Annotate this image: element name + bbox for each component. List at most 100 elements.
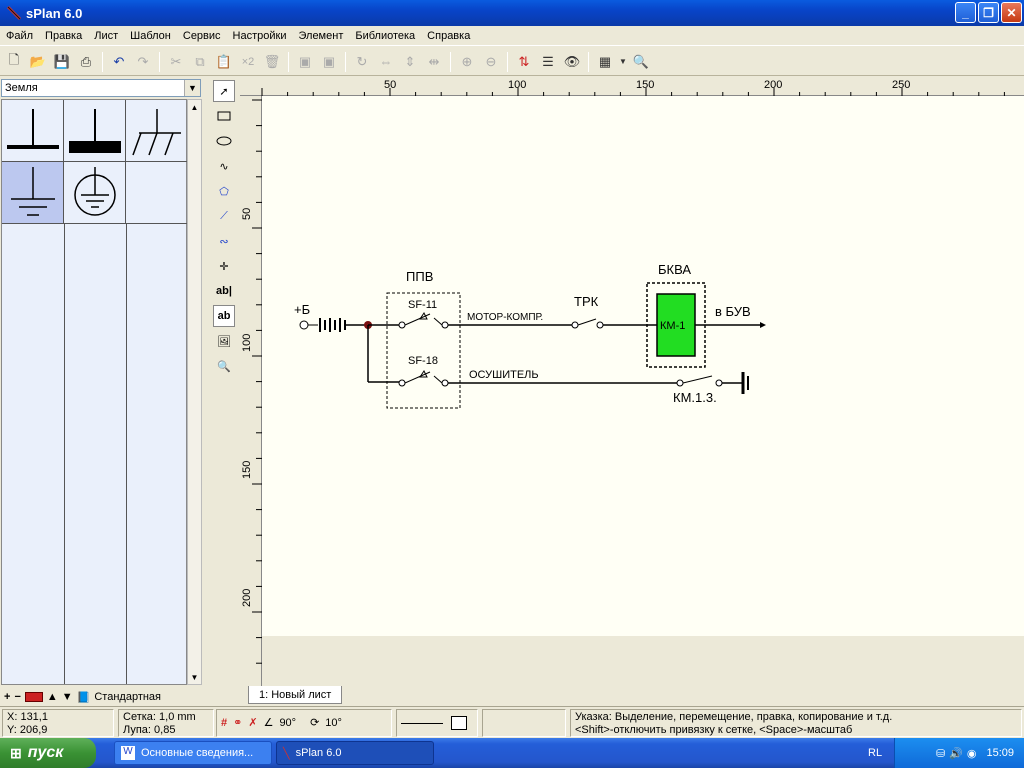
network-icon[interactable]: ⛁	[935, 747, 946, 760]
close-button[interactable]: ✕	[1001, 2, 1022, 23]
status-empty	[482, 709, 566, 737]
antivirus-icon[interactable]: ◉	[966, 747, 977, 760]
line-style-panel[interactable]	[396, 709, 478, 737]
drawing-sheet[interactable]: +Б ППВ SF-11 SF-18 МОТОР-КОМПР. ТРК БКВА…	[262, 96, 1024, 636]
library-item[interactable]	[2, 100, 64, 162]
paste-icon[interactable]: 📋	[215, 53, 233, 69]
taskbar-item-doc[interactable]: W Основные сведения...	[114, 741, 272, 765]
polygon-icon[interactable]: ⬠	[219, 185, 229, 198]
menu-edit[interactable]: Правка	[45, 29, 83, 42]
scroll-up-icon[interactable]: ▲	[190, 102, 199, 112]
line-width-icon[interactable]	[401, 722, 443, 724]
parts-list-icon[interactable]: ☰	[542, 53, 554, 69]
grid-icon[interactable]: ▦	[598, 53, 612, 69]
angle-10[interactable]: 10°	[325, 716, 342, 729]
zoom-icon[interactable]: 🔍	[217, 360, 231, 373]
bezier-icon[interactable]: ∾	[219, 235, 229, 248]
contact-km13[interactable]	[676, 375, 723, 387]
text-frame-icon[interactable]: ab	[213, 305, 235, 327]
maximize-button[interactable]: ❐	[978, 2, 999, 23]
print-icon[interactable]: ⎙	[80, 53, 92, 69]
undo-icon[interactable]: ↶	[113, 53, 125, 69]
breaker-sf11[interactable]	[398, 312, 449, 329]
terminal-plus[interactable]	[299, 320, 309, 330]
rotate-icon[interactable]: ↻	[356, 53, 368, 69]
ungroup-icon[interactable]: ⊖	[485, 53, 497, 69]
clock[interactable]: 15:09	[986, 747, 1014, 759]
move-up-icon[interactable]: ▲	[46, 691, 58, 703]
label-motor: МОТОР-КОМПР.	[467, 312, 543, 323]
angle-icon[interactable]: ∠	[263, 716, 274, 729]
angle-90[interactable]: 90°	[279, 716, 297, 729]
ground-icon[interactable]	[741, 372, 749, 394]
mirror-v-icon[interactable]: ⇕	[404, 53, 416, 69]
ppv-box[interactable]	[386, 292, 461, 409]
new-file-icon[interactable]: 🗋	[8, 51, 20, 67]
library-item[interactable]	[2, 162, 64, 224]
battery-icon[interactable]	[319, 318, 346, 332]
mirror-h-icon[interactable]: ⇔	[379, 54, 393, 69]
menu-sheet[interactable]: Лист	[94, 29, 119, 42]
move-down-icon[interactable]: ▼	[61, 691, 73, 703]
library-item[interactable]	[126, 100, 188, 162]
library-item[interactable]	[64, 100, 126, 162]
zoom-page-icon[interactable]: 🔍	[632, 53, 650, 69]
label-to-buv: в БУВ	[715, 304, 751, 319]
binoculars-icon[interactable]: 👁	[563, 53, 581, 69]
contact-trk[interactable]	[571, 318, 604, 329]
remove-icon[interactable]: −	[14, 691, 21, 703]
breaker-sf18[interactable]	[398, 370, 449, 387]
menu-element[interactable]: Элемент	[298, 29, 344, 42]
scroll-down-icon[interactable]: ▼	[190, 672, 199, 682]
save-icon[interactable]: 💾	[53, 53, 71, 69]
delete-icon[interactable]: 🗑	[263, 53, 281, 69]
pointer-icon[interactable]: ➚	[213, 80, 235, 102]
numbering-icon[interactable]: ⇅	[518, 53, 530, 69]
library-category-select[interactable]: Земля ▼	[1, 79, 201, 97]
library-set-name[interactable]: Стандартная	[94, 691, 162, 703]
ellipse-icon[interactable]	[213, 130, 235, 152]
text-icon[interactable]: ab|	[216, 285, 232, 297]
snap-node-icon[interactable]: ✗	[248, 716, 258, 729]
send-back-icon[interactable]: ▣	[322, 53, 336, 69]
dropdown-arrow-icon[interactable]: ▼	[619, 57, 627, 66]
chevron-down-icon[interactable]: ▼	[184, 80, 200, 96]
duplicate-icon[interactable]: ×2	[241, 55, 255, 68]
cut-icon[interactable]: ✂	[170, 53, 182, 69]
minimize-button[interactable]: _	[955, 2, 976, 23]
rotate-step-icon[interactable]: ⟳	[310, 716, 320, 729]
rectangle-icon[interactable]	[213, 105, 235, 127]
copy-icon[interactable]: ⧉	[195, 53, 205, 69]
snap-magnet-icon[interactable]: ⚭	[233, 716, 243, 729]
word-icon: W	[121, 746, 135, 760]
tab-sheet-1[interactable]: 1: Новый лист	[248, 686, 343, 704]
language-indicator[interactable]: RL	[868, 747, 883, 759]
add-icon[interactable]: +	[4, 691, 11, 703]
relay-km1[interactable]	[656, 293, 696, 357]
library-item[interactable]	[64, 162, 126, 224]
menu-file[interactable]: Файл	[6, 29, 34, 42]
arrow-icon	[760, 322, 766, 328]
image-icon[interactable]: 🖼	[217, 335, 231, 348]
menu-settings[interactable]: Настройки	[232, 29, 287, 42]
drawing-canvas[interactable]: +Б ППВ SF-11 SF-18 МОТОР-КОМПР. ТРК БКВА…	[262, 96, 1024, 686]
polyline-icon[interactable]: ⟋	[220, 209, 228, 222]
junction-icon[interactable]: ✛	[219, 260, 229, 273]
align-icon[interactable]: ⇹	[428, 53, 440, 69]
freehand-icon[interactable]: ∿	[219, 160, 229, 173]
open-folder-icon[interactable]: 📂	[29, 53, 47, 69]
group-icon[interactable]: ⊕	[461, 53, 473, 69]
redo-icon[interactable]: ↷	[137, 53, 149, 69]
library-edit-icon[interactable]	[24, 692, 43, 702]
menu-service[interactable]: Сервис	[182, 29, 221, 42]
fill-style-icon[interactable]	[451, 716, 467, 730]
start-button[interactable]: ⊞ пуск	[0, 738, 96, 768]
taskbar-item-splan[interactable]: ╲ sPlan 6.0	[276, 741, 434, 765]
bring-front-icon[interactable]: ▣	[298, 53, 312, 69]
volume-icon[interactable]: 🔊	[949, 747, 963, 760]
menu-template[interactable]: Шаблон	[130, 29, 171, 42]
menu-library[interactable]: Библиотека	[355, 29, 416, 42]
snap-grid-icon[interactable]: #	[221, 716, 228, 729]
menu-help[interactable]: Справка	[427, 29, 471, 42]
library-scrollbar[interactable]: ▲ ▼	[187, 99, 202, 685]
